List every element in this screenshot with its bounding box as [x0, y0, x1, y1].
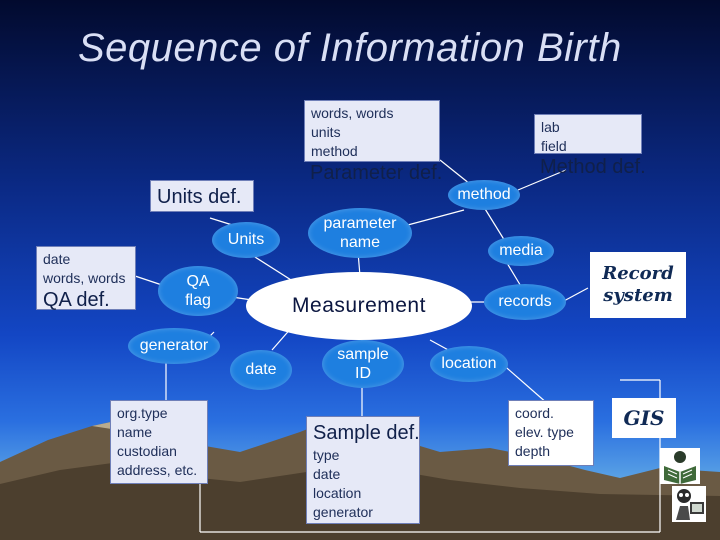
qa-flag-oval-line: QA	[186, 273, 210, 290]
gis-box: GIS	[612, 398, 676, 438]
method-oval: method	[448, 180, 520, 210]
records-oval-label: records	[498, 293, 552, 310]
qa-flag-oval-line: flag	[185, 292, 211, 309]
records-oval: records	[484, 284, 566, 320]
parameter-def-line: words, words	[311, 105, 394, 121]
location-def-line: coord.	[515, 405, 554, 421]
location-oval-label: location	[441, 355, 497, 372]
sample-def-line: date	[313, 466, 341, 482]
parameter-name-oval: parameter name	[308, 208, 412, 258]
generator-def-line: name	[117, 424, 153, 440]
sample-def-label: Sample def.	[313, 422, 420, 444]
gis-label: GIS	[623, 406, 665, 430]
computer-user-icon	[672, 486, 706, 522]
record-system-line: system	[603, 285, 673, 306]
parameter-def-label: Parameter def.	[310, 162, 443, 184]
parameter-def-box: words, words units method	[304, 100, 440, 162]
generator-def-line: address, etc.	[117, 462, 198, 478]
generator-oval-label: generator	[139, 337, 209, 354]
sample-id-oval: sample ID	[322, 340, 404, 388]
parameter-def-line: units	[311, 124, 341, 140]
parameter-def-line: method	[311, 143, 358, 159]
sample-def-line: type	[313, 447, 340, 463]
method-def-label: Method def.	[540, 156, 646, 178]
record-system-box: Record system	[590, 252, 686, 318]
method-def-line: lab	[541, 119, 560, 135]
location-def-line: elev. type	[515, 424, 574, 440]
date-oval-label: date	[245, 361, 277, 378]
method-def-line: field	[541, 138, 567, 154]
qa-def-box: date words, words QA def.	[36, 246, 136, 311]
units-oval: Units	[212, 222, 280, 258]
book-reader-icon	[660, 448, 700, 484]
generator-def-line: org.type	[117, 405, 168, 421]
generator-def-box: org.type name custodian address, etc.	[110, 400, 208, 484]
qa-flag-oval: QA flag	[158, 266, 238, 316]
sample-def-line: location	[313, 485, 362, 501]
slide-title: Sequence of Information Birth	[78, 26, 622, 70]
qa-def-line: words, words	[43, 270, 126, 286]
record-system-line: Record	[602, 263, 674, 284]
qa-def-label: QA def.	[43, 289, 110, 311]
date-oval: date	[230, 350, 292, 390]
media-oval-label: media	[499, 242, 543, 259]
media-oval: media	[488, 236, 554, 266]
sample-def-box: Sample def. type date location generator	[306, 416, 420, 524]
parameter-name-oval-line: parameter	[323, 215, 397, 232]
measurement-node: Measurement	[246, 272, 472, 340]
sample-id-oval-line: ID	[355, 365, 371, 382]
units-def-box: Units def.	[150, 180, 254, 212]
method-def-box: lab field	[534, 114, 642, 154]
units-def-label: Units def.	[157, 186, 242, 208]
sample-id-oval-line: sample	[337, 346, 389, 363]
location-def-line: depth	[515, 443, 551, 459]
method-oval-label: method	[457, 186, 511, 203]
sample-def-line: generator	[313, 504, 373, 520]
qa-def-line: date	[43, 251, 71, 267]
generator-def-line: custodian	[117, 443, 177, 459]
location-oval: location	[430, 346, 508, 382]
parameter-name-oval-line: name	[339, 234, 381, 251]
measurement-label: Measurement	[292, 294, 426, 317]
units-oval-label: Units	[227, 231, 265, 248]
generator-oval: generator	[128, 328, 220, 364]
location-def-box: coord. elev. type depth	[508, 400, 594, 466]
